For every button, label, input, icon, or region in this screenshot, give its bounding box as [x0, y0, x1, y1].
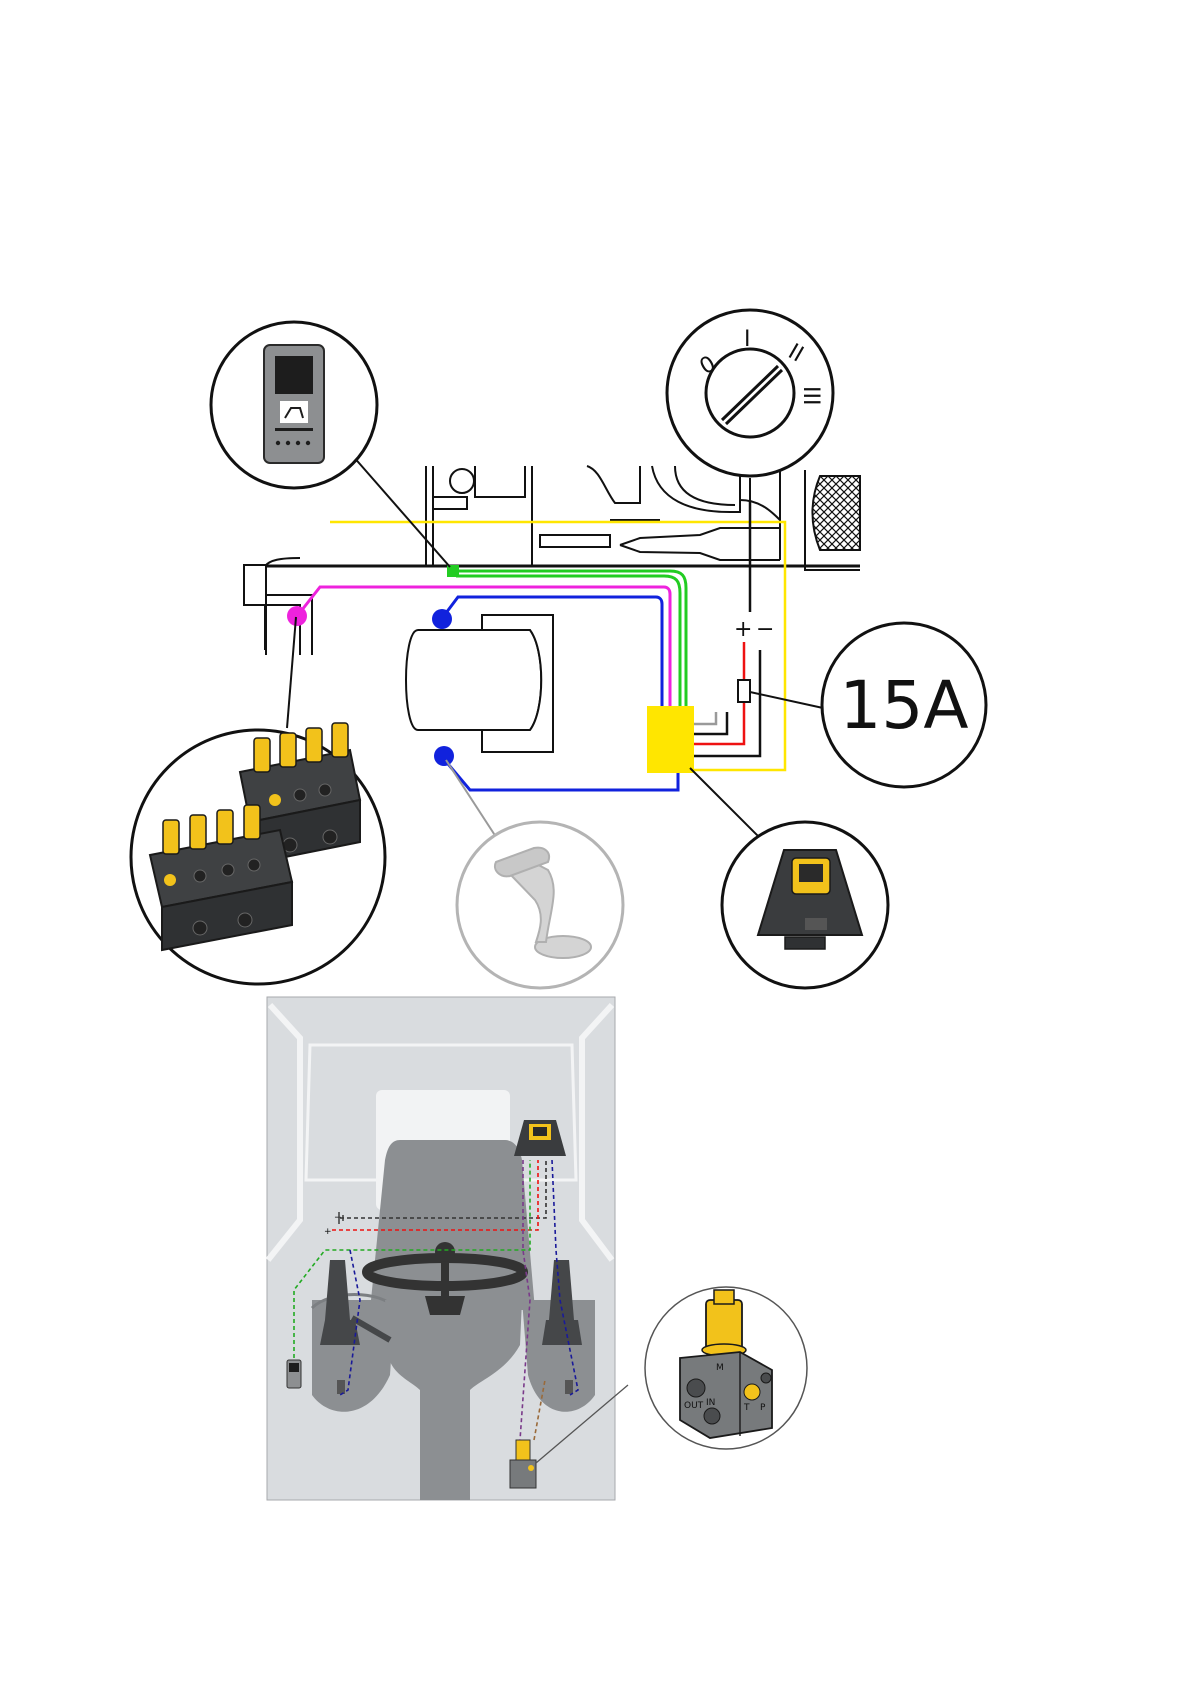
joystick-connector-top [432, 609, 452, 629]
valve-port-in: IN [706, 1398, 715, 1408]
ignition-pos-1: I [744, 327, 751, 352]
joystick-connector-bottom [434, 746, 454, 766]
ignition-switch-icon [706, 349, 794, 437]
valve-port-m: M [716, 1363, 724, 1373]
cab-battery-plus: + [324, 1227, 332, 1237]
cab-rocker-switch [287, 1360, 301, 1388]
valve-port-p: P [760, 1403, 766, 1413]
seat-icon [406, 615, 553, 752]
fuse-icon [738, 680, 750, 702]
callout-fuse: 15A [822, 623, 986, 787]
rocker-switch-icon [264, 345, 324, 463]
valve-connector-dot [287, 606, 307, 626]
callout-rocker-switch [211, 322, 377, 488]
valve-port-out: OUT [684, 1401, 704, 1411]
battery-plus: + [734, 617, 752, 642]
callout-pressure-valve: M OUT IN T P [645, 1287, 807, 1449]
grille [813, 476, 861, 550]
callout-joystick [457, 822, 623, 988]
callout-valve-blocks [131, 723, 385, 984]
fuse-rating-label: 15A [839, 667, 968, 744]
ignition-pos-3: III [798, 386, 823, 405]
callout-control-unit [722, 822, 888, 988]
valve-port-t: T [743, 1403, 750, 1413]
battery-minus: − [756, 617, 774, 642]
cab-battery-minus: − [334, 1213, 342, 1223]
control-unit-block [647, 706, 694, 773]
callout-ignition-switch: 0 I II III [667, 310, 833, 476]
cab-illustration: + − [267, 997, 615, 1500]
